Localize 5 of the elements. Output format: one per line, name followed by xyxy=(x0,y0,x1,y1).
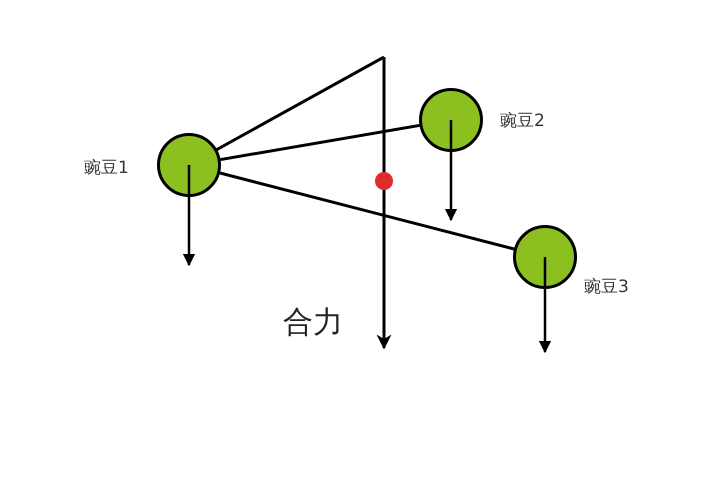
pea-label: 豌豆2 xyxy=(500,113,545,130)
pea-label: 豌豆3 xyxy=(584,279,629,296)
pea-label: 豌豆1 xyxy=(84,160,129,177)
force-label: 合力 xyxy=(283,308,343,338)
connecting-line xyxy=(220,172,514,250)
